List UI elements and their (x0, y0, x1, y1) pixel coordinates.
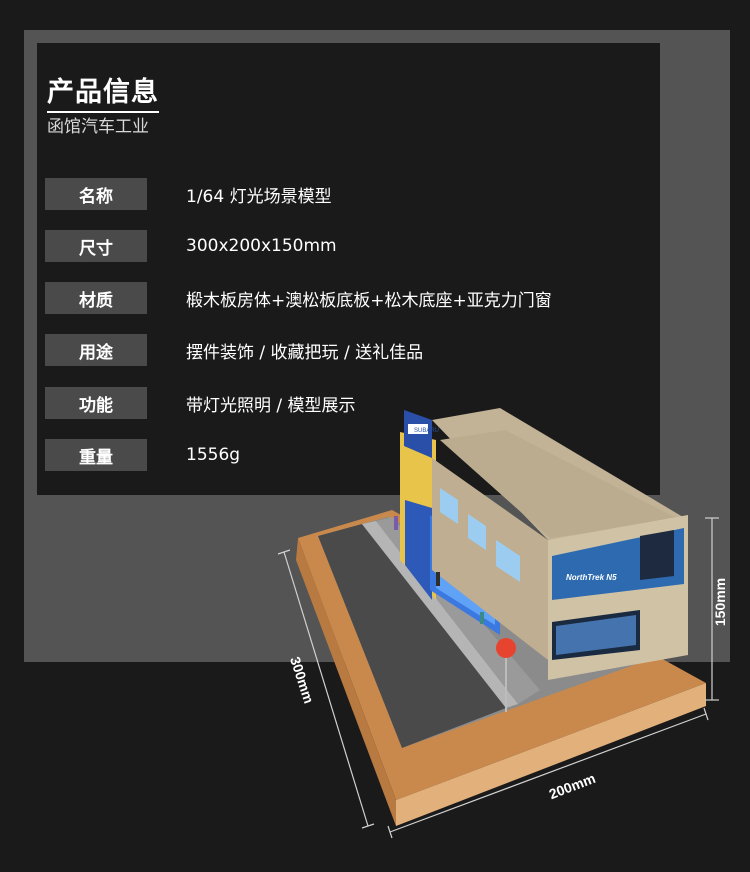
road-sign-icon (496, 638, 516, 658)
wood-base-left-side (296, 538, 396, 826)
spec-label: 材质 (45, 282, 147, 314)
billboard-text: NorthTrek N5 (566, 573, 617, 582)
page-subtitle: 函馆汽车工业 (47, 117, 149, 137)
spec-label: 重量 (45, 439, 147, 471)
garage-window-glow (556, 615, 636, 655)
spec-label: 尺寸 (45, 230, 147, 262)
spec-row-name: 名称 1/64 灯光场景模型 (45, 178, 332, 210)
spec-value: 300x200x150mm (186, 236, 337, 256)
page-title: 产品信息 (47, 70, 159, 113)
spec-value: 带灯光照明 / 模型展示 (186, 395, 356, 416)
wood-base-front-side (396, 683, 706, 826)
spec-value: 1556g (186, 445, 241, 465)
spec-value: 摆件装饰 / 收藏把玩 / 送礼佳品 (186, 342, 424, 363)
building-window (440, 488, 458, 524)
height-dimension-line (705, 517, 719, 701)
spec-label: 功能 (45, 387, 147, 419)
spec-row-size: 尺寸 300x200x150mm (45, 230, 337, 262)
spec-row-material: 材质 椴木板房体+澳松板底板+松木底座+亚克力门窗 (45, 282, 552, 314)
building-roof-detail (440, 430, 680, 538)
spec-row-function: 功能 带灯光照明 / 模型展示 (45, 387, 356, 419)
spec-value: 椴木板房体+澳松板底板+松木底座+亚克力门窗 (186, 290, 552, 311)
info-panel (37, 43, 660, 495)
subaru-logo-icon (408, 424, 428, 434)
depth-dimension-line (277, 549, 375, 829)
spec-label: 名称 (45, 178, 147, 210)
figure-person (480, 612, 484, 624)
spec-row-weight: 重量 1556g (45, 439, 240, 471)
brand-text: SUBARU (414, 428, 439, 434)
road-surface (318, 524, 506, 748)
spec-label: 用途 (45, 334, 147, 366)
spec-value: 1/64 灯光场景模型 (186, 186, 332, 207)
width-dimension-line (387, 707, 709, 839)
building-window (468, 514, 486, 550)
spec-row-usage: 用途 摆件装饰 / 收藏把玩 / 送礼佳品 (45, 334, 423, 366)
building-left-wall (432, 458, 548, 660)
road-curb (362, 521, 518, 708)
figure-person (436, 572, 440, 586)
height-dimension-label: 150mm (712, 577, 729, 627)
building-window (496, 540, 520, 582)
tire-graphic (640, 530, 674, 580)
figure-person (394, 516, 398, 530)
shop-facade-blue (405, 500, 432, 600)
